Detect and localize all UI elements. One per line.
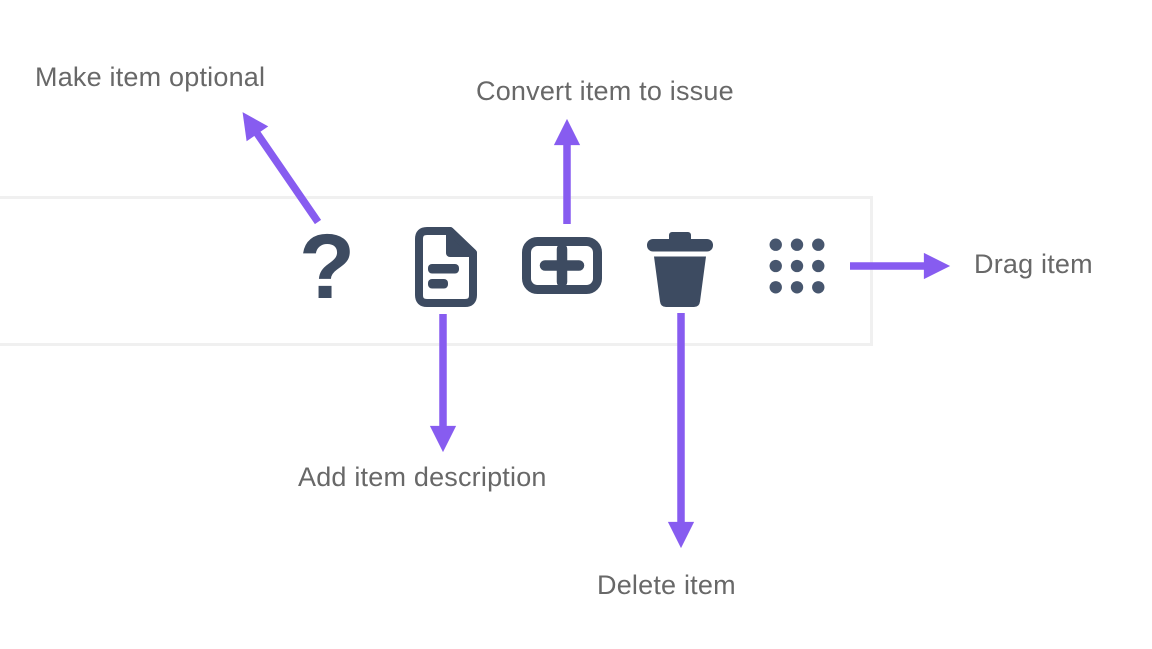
delete-item-button[interactable]	[646, 231, 714, 308]
trash-icon	[647, 232, 713, 307]
make-optional-button[interactable]: ?	[298, 216, 356, 318]
annotation-add-description: Add item description	[298, 462, 547, 492]
annotation-convert-to-issue: Convert item to issue	[476, 76, 734, 106]
question-mark-icon: ?	[298, 216, 356, 318]
convert-to-issue-button[interactable]	[522, 237, 602, 294]
document-text-icon	[415, 227, 477, 307]
add-description-button[interactable]	[414, 226, 478, 308]
drag-item-handle[interactable]	[768, 237, 826, 295]
plus-box-icon	[522, 237, 602, 294]
annotation-make-optional: Make item optional	[35, 62, 266, 92]
annotation-drag-item: Drag item	[974, 249, 1093, 279]
drag-grid-icon	[769, 238, 825, 294]
annotation-delete-item: Delete item	[597, 570, 736, 600]
